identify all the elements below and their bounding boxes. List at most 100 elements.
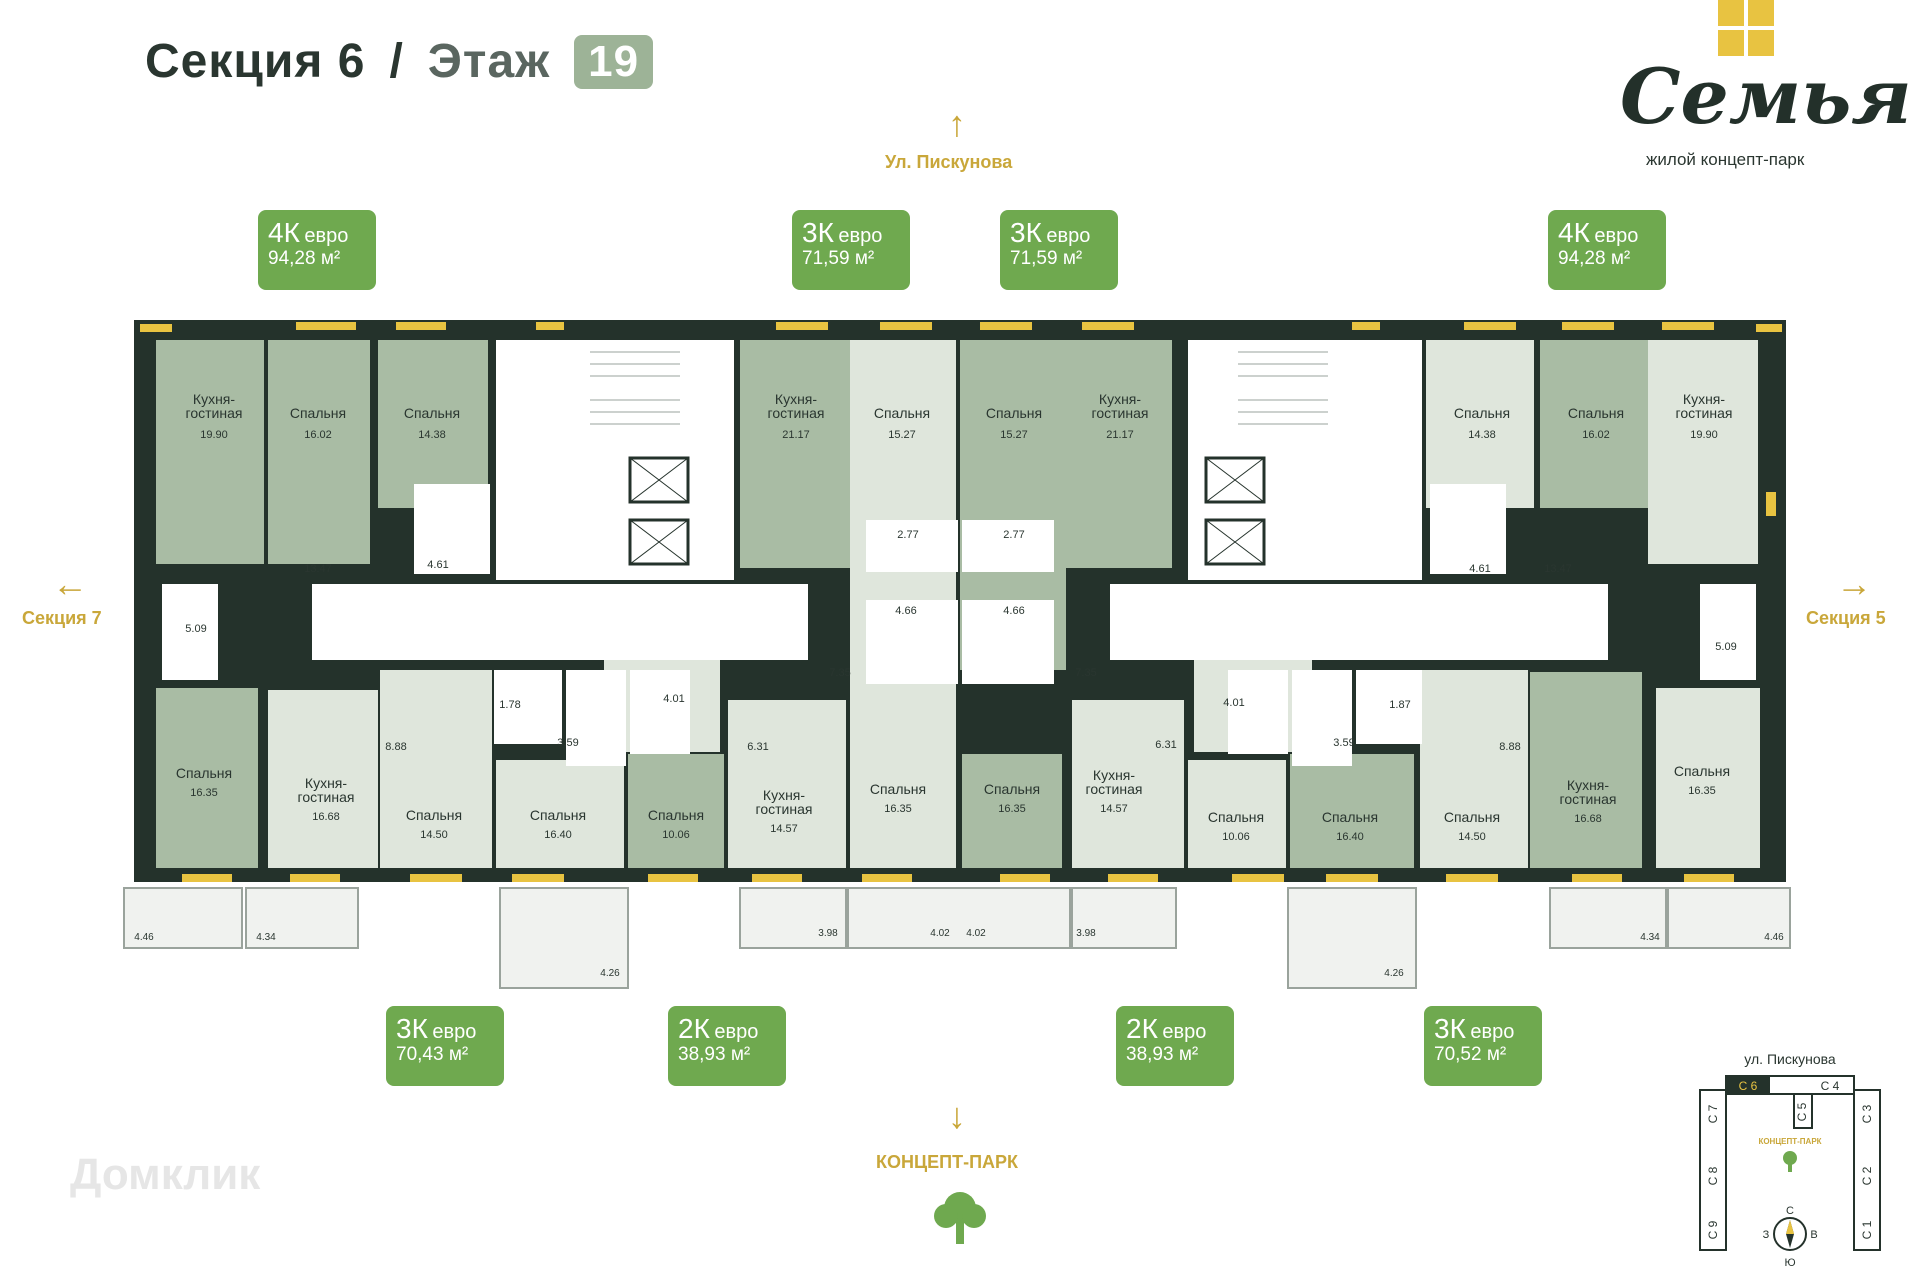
minimap-section-5: С 5 (1795, 1102, 1809, 1121)
minimap-street: ул. Пискунова (1744, 1051, 1836, 1067)
room-area: 4.46 (1764, 932, 1784, 943)
room-area: 16.35 (998, 803, 1026, 815)
room-label: гостиная (186, 405, 243, 421)
room-area: 1.87 (1389, 699, 1410, 711)
room-area: 4.61 (427, 559, 448, 571)
direction-south-label: КОНЦЕПТ-ПАРК (876, 1152, 1018, 1172)
room-area: 10.06 (1222, 831, 1250, 843)
apartment-badge[interactable]: 2К евро 38,93 м² (1116, 1006, 1234, 1086)
room-label: Кухня- (305, 775, 347, 791)
apartment-badge[interactable]: 3К евро 71,59 м² (792, 210, 910, 290)
stairs (1238, 340, 1328, 436)
room (268, 690, 378, 868)
apartment-badge[interactable]: 4К евро 94,28 м² (1548, 210, 1666, 290)
minimap-section-3: С 3 (1860, 1104, 1874, 1123)
room-label: Спальня (406, 807, 462, 823)
room-area: 6.31 (1155, 739, 1176, 751)
room-area: 3.98 (1076, 928, 1096, 939)
apartment-badge[interactable]: 3К евро 71,59 м² (1000, 210, 1118, 290)
compass-north: С (1786, 1205, 1794, 1217)
room-label: Спальня (1454, 405, 1510, 421)
balcony (1287, 887, 1417, 989)
room-area: 4.01 (663, 693, 684, 705)
bathroom (566, 670, 626, 766)
room-label: Спальня (530, 807, 586, 823)
bathroom (1356, 670, 1422, 744)
room-label: Кухня- (193, 391, 235, 407)
balcony (245, 887, 359, 949)
balcony (499, 887, 629, 989)
room-label: Спальня (176, 765, 232, 781)
bathroom (162, 584, 218, 680)
room-area: 4.34 (256, 932, 276, 943)
room-label: гостиная (1560, 791, 1617, 807)
room-area: 4.61 (1469, 563, 1490, 575)
room-area: 2.77 (897, 529, 918, 541)
room-area: 4.46 (134, 932, 154, 943)
compass-south: Ю (1784, 1257, 1795, 1269)
room (1066, 340, 1172, 568)
room (1290, 754, 1414, 868)
room-area: 3.98 (818, 928, 838, 939)
room-area: 5.09 (185, 623, 206, 635)
room-label: Спальня (648, 807, 704, 823)
apartment-badge[interactable]: 4К евро 94,28 м² (258, 210, 376, 290)
compass-west: З (1763, 1229, 1770, 1241)
room-area: 16.02 (304, 429, 332, 441)
corridor (1110, 584, 1608, 660)
room-label: Спальня (986, 405, 1042, 421)
room-area: 10.06 (662, 829, 690, 841)
room-area: 1.78 (499, 699, 520, 711)
room-area: 4.26 (1384, 968, 1404, 979)
room (380, 670, 492, 868)
section-label: Секция 6 (145, 35, 366, 88)
room-area: 14.38 (418, 429, 446, 441)
arrow-down-icon: ↓ (948, 1095, 966, 1136)
floor-label: Этаж (427, 35, 551, 88)
direction-north-label: Ул. Пискунова (885, 152, 1013, 172)
compass-east: В (1810, 1229, 1817, 1241)
room-area: 4.01 (1223, 697, 1244, 709)
room-area: 15.27 (1000, 429, 1028, 441)
room-label: гостиная (298, 789, 355, 805)
bathroom (414, 484, 490, 574)
room (1540, 340, 1648, 508)
room-label: Спальня (1568, 405, 1624, 421)
apartment-badge[interactable]: 3К евро 70,43 м² (386, 1006, 504, 1086)
bathroom (630, 670, 690, 754)
tree-icon (1783, 1151, 1797, 1172)
page-title: Секция 6 / Этаж 19 (145, 34, 654, 89)
balcony (1549, 887, 1667, 949)
balcony (123, 887, 243, 949)
room-area: 19.90 (1690, 429, 1718, 441)
room (962, 754, 1062, 868)
room-area: 21.17 (782, 429, 810, 441)
room-area: 16.35 (884, 803, 912, 815)
room (1420, 670, 1528, 868)
balcony (847, 887, 1071, 949)
room-area: 16.40 (544, 829, 572, 841)
site-minimap: ул. Пискунова С 6 С 4 С 5 С 7 С 3 С 8 С … (1699, 1051, 1881, 1269)
room (156, 688, 258, 868)
apartment-badge[interactable]: 2К евро 38,93 м² (668, 1006, 786, 1086)
room-area: 13.47 (1544, 563, 1572, 575)
room-area: 4.26 (600, 968, 620, 979)
logo-name: Семья (1620, 52, 1912, 141)
direction-west-label: Секция 7 (22, 608, 102, 628)
room-label: Спальня (1322, 809, 1378, 825)
room-label: Кухня- (1683, 391, 1725, 407)
room-label: гостиная (756, 801, 813, 817)
minimap-park-label: КОНЦЕПТ-ПАРК (1758, 1137, 1821, 1146)
balcony (1071, 887, 1177, 949)
bathroom (866, 520, 958, 572)
room-label: гостиная (1092, 405, 1149, 421)
apartment-badge[interactable]: 3К евро 70,52 м² (1424, 1006, 1542, 1086)
room-area: 8.88 (1499, 741, 1520, 753)
balcony (1667, 887, 1791, 949)
room-area: 3.59 (1333, 737, 1354, 749)
room-area: 6.31 (747, 741, 768, 753)
room-area: 16.68 (312, 811, 340, 823)
room-area: 7.35 (829, 667, 850, 679)
room-label: гостиная (768, 405, 825, 421)
bathroom (1430, 484, 1506, 574)
